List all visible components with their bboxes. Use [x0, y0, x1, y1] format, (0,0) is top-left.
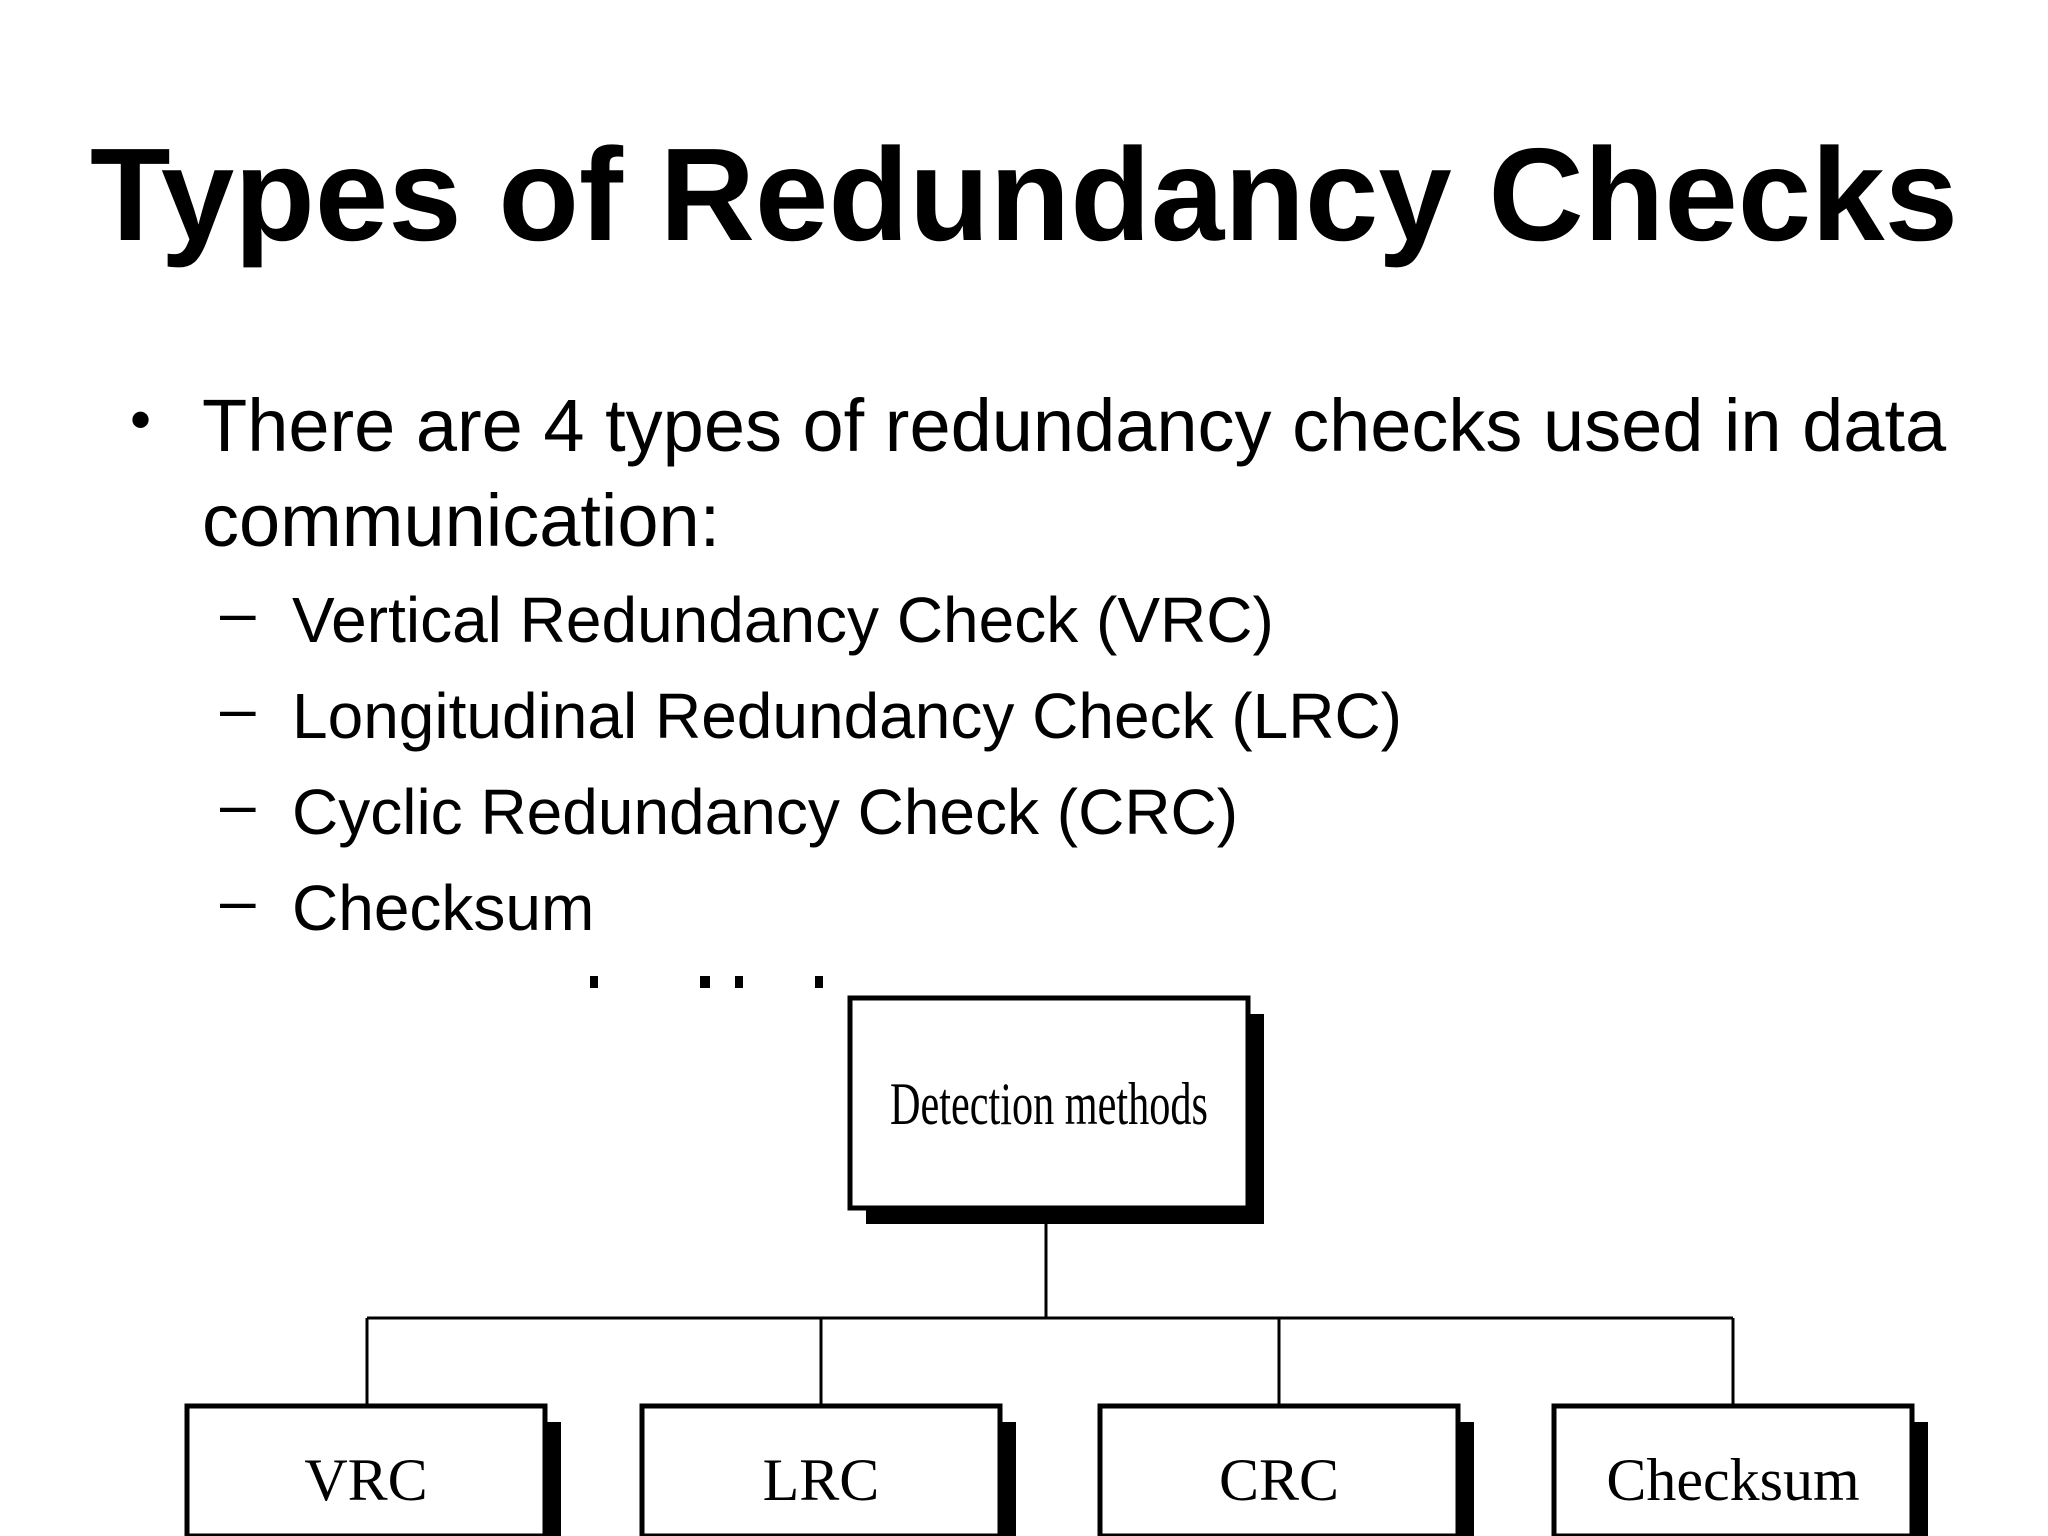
- sub-item-label: Longitudinal Redundancy Check (LRC): [292, 680, 1402, 752]
- child-node-lrc: LRC: [639, 1403, 1016, 1536]
- root-node-label: Detection methods: [890, 1071, 1208, 1137]
- sub-item-marker: –: [220, 768, 256, 840]
- sub-item-vrc: – Vertical Redundancy Check (VRC): [220, 576, 1820, 676]
- sub-item-label: Cyclic Redundancy Check (CRC): [292, 776, 1239, 848]
- sub-item-marker: –: [220, 672, 256, 744]
- sub-item-marker: –: [220, 576, 256, 648]
- sub-item-lrc: – Longitudinal Redundancy Check (LRC): [220, 672, 1820, 772]
- root-node: Detection methods: [847, 995, 1264, 1224]
- child-node-box: [639, 1403, 1003, 1536]
- cropped-text-fragment: [590, 976, 598, 988]
- sub-list: – Vertical Redundancy Check (VRC) – Long…: [220, 576, 1820, 964]
- child-node-box: [184, 1403, 548, 1536]
- child-node-label: VRC: [304, 1447, 427, 1513]
- child-node-label: LRC: [763, 1447, 880, 1513]
- child-node-label: Checksum: [1606, 1447, 1859, 1513]
- root-node-box: [847, 995, 1251, 1211]
- cropped-text-fragment: [815, 976, 823, 988]
- connector-lines: [365, 1218, 1735, 1404]
- bullet-marker: •: [130, 386, 152, 453]
- sub-item-crc: – Cyclic Redundancy Check (CRC): [220, 768, 1820, 868]
- sub-item-marker: –: [220, 864, 256, 936]
- slide-title: Types of Redundancy Checks: [89, 121, 1959, 268]
- bullet-text: There are 4 types of redundancy checks u…: [202, 384, 1947, 562]
- cropped-text-fragment: [700, 976, 710, 988]
- child-node-vrc: VRC: [184, 1403, 561, 1536]
- sub-item-checksum: – Checksum: [220, 864, 1820, 964]
- child-node-label: CRC: [1219, 1447, 1339, 1513]
- child-node-checksum: Checksum: [1551, 1403, 1928, 1536]
- child-node-crc: CRC: [1097, 1403, 1474, 1536]
- cropped-text-fragment: [735, 976, 743, 988]
- child-node-box: [1551, 1403, 1915, 1536]
- sub-item-label: Vertical Redundancy Check (VRC): [292, 584, 1274, 656]
- child-node-box: [1097, 1403, 1461, 1536]
- sub-item-label: Checksum: [292, 872, 595, 944]
